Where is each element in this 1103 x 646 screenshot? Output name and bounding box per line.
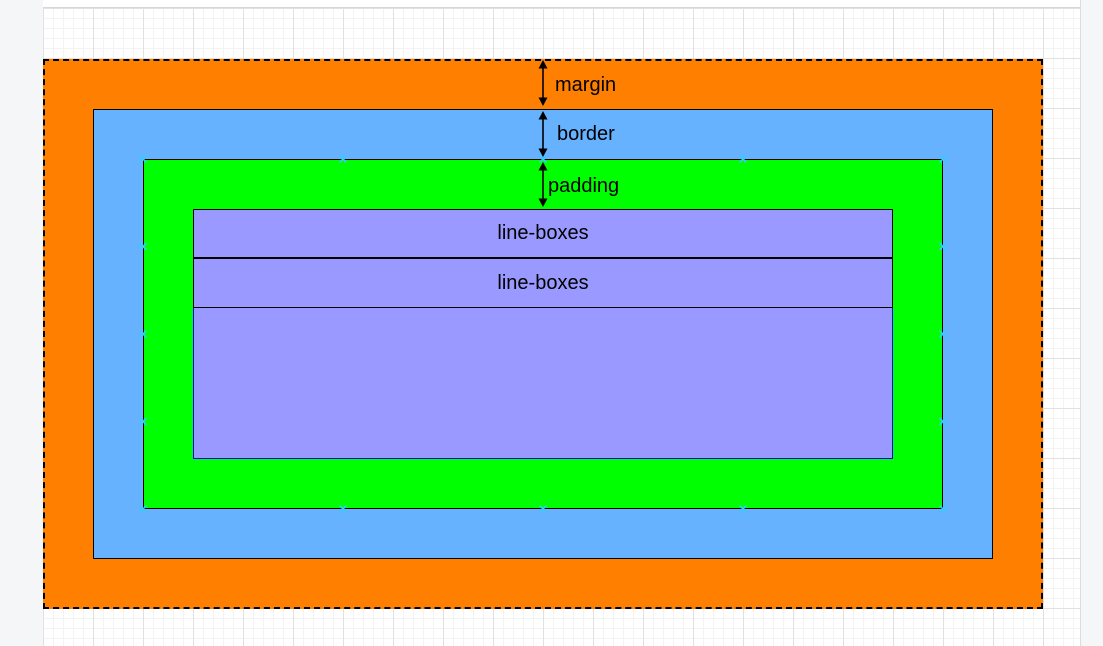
margin-label[interactable]: margin	[555, 74, 617, 96]
line-box-label: line-boxes	[497, 222, 589, 244]
page-margin-left	[0, 0, 44, 646]
page-margin-right	[1080, 0, 1103, 646]
border-label[interactable]: border	[557, 123, 615, 145]
line-box-row[interactable]: line-boxes	[193, 209, 893, 258]
padding-label[interactable]: padding	[548, 175, 620, 197]
line-box-row[interactable]: line-boxes	[193, 258, 893, 308]
page-top-edge	[43, 7, 1080, 8]
line-box-label: line-boxes	[497, 271, 589, 294]
drawing-canvas[interactable]: line-boxes line-boxes	[43, 0, 1080, 646]
